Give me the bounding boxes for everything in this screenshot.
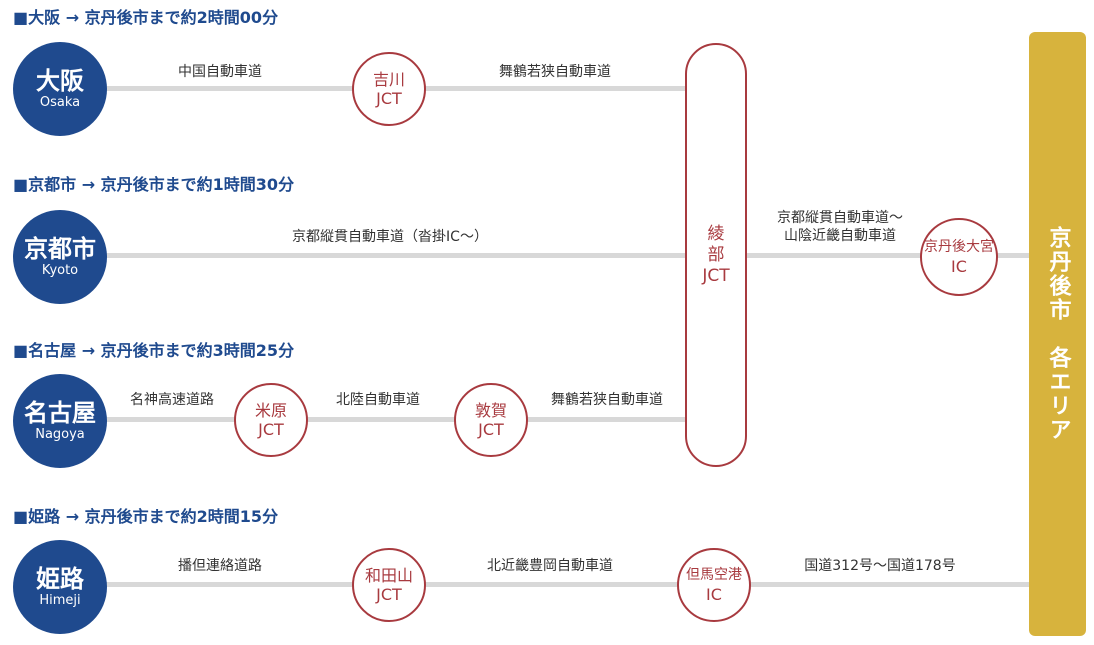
node-line2: IC (951, 257, 967, 276)
node-line2: IC (706, 585, 722, 604)
road-himeji (100, 582, 1035, 587)
node-kyotango-omiya-ic: 京丹後大宮 IC (920, 218, 998, 296)
city-osaka: 大阪 Osaka (13, 42, 107, 136)
node-maibara-jct: 米原 JCT (234, 383, 308, 457)
city-name-en: Himeji (39, 593, 81, 608)
node-line2: JCT (376, 89, 402, 108)
ayabe-line1: 綾 (707, 223, 725, 244)
node-yokawa-jct: 吉川 JCT (352, 52, 426, 126)
road-label-line2: 山陰近畿自動車道 (784, 228, 896, 244)
road-kyoto (100, 253, 690, 258)
road-label-route312-178: 国道312号〜国道178号 (804, 558, 956, 574)
destination-kyotango-areas: 京丹後市 各エリア (1029, 32, 1086, 636)
road-label-chugoku: 中国自動車道 (178, 64, 262, 80)
destination-label: 京丹後市 各エリア (1045, 226, 1071, 442)
node-line1: 和田山 (364, 566, 413, 585)
node-line2: JCT (376, 585, 402, 604)
ayabe-line3: JCT (702, 265, 730, 286)
node-line1: 京丹後大宮 (924, 239, 994, 255)
route-title-nagoya: ■名古屋 → 京丹後市まで約3時間25分 (13, 341, 295, 360)
node-line1: 米原 (254, 401, 287, 420)
node-line1: 吉川 (372, 70, 405, 89)
road-label-kitakinki-toyooka: 北近畿豊岡自動車道 (487, 558, 613, 574)
road-label-maizuru-wakasa: 舞鶴若狭自動車道 (499, 64, 611, 80)
road-label-kyoto-jukan: 京都縦貫自動車道（沓掛IC〜） (292, 229, 488, 245)
ayabe-line2: 部 (707, 244, 725, 265)
road-ayabe-to-destination (745, 253, 1035, 258)
node-tsuruga-jct: 敦賀 JCT (454, 383, 528, 457)
node-line2: JCT (258, 420, 284, 439)
node-ayabe-jct: 綾 部 JCT (685, 43, 747, 467)
road-nagoya (100, 417, 690, 422)
city-name-jp: 京都市 (24, 235, 96, 263)
city-name-jp: 大阪 (36, 67, 84, 95)
node-line1: 敦賀 (474, 401, 507, 420)
road-label-bantan: 播但連絡道路 (178, 558, 262, 574)
route-title-osaka: ■大阪 → 京丹後市まで約2時間00分 (13, 8, 279, 27)
node-tajima-airport-ic: 但馬空港 IC (677, 548, 751, 622)
city-name-en: Nagoya (35, 427, 85, 442)
road-label-hokuriku: 北陸自動車道 (336, 392, 420, 408)
city-himeji: 姫路 Himeji (13, 540, 107, 634)
city-kyoto: 京都市 Kyoto (13, 210, 107, 304)
node-wadayama-jct: 和田山 JCT (352, 548, 426, 622)
road-label-kyoto-jukan-sanin: 京都縦貫自動車道〜 山陰近畿自動車道 (765, 209, 915, 245)
road-label-line1: 京都縦貫自動車道〜 (777, 210, 903, 226)
route-title-himeji: ■姫路 → 京丹後市まで約2時間15分 (13, 507, 279, 526)
road-label-maizuru-wakasa: 舞鶴若狭自動車道 (551, 392, 663, 408)
node-line1: 但馬空港 (686, 567, 742, 583)
road-label-meishin: 名神高速道路 (130, 392, 214, 408)
city-nagoya: 名古屋 Nagoya (13, 374, 107, 468)
city-name-jp: 姫路 (36, 565, 84, 593)
route-title-kyoto: ■京都市 → 京丹後市まで約1時間30分 (13, 175, 295, 194)
city-name-en: Kyoto (41, 263, 79, 278)
city-name-jp: 名古屋 (24, 399, 96, 427)
node-line2: JCT (478, 420, 504, 439)
city-name-en: Osaka (39, 95, 81, 110)
